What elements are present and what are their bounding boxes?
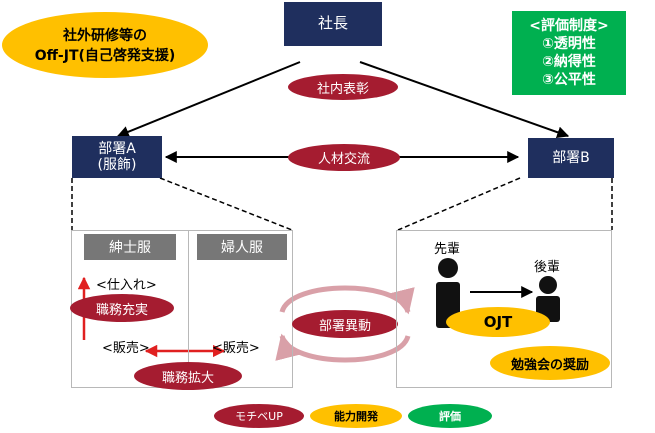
internal-award-oval: 社内表彰	[288, 74, 398, 100]
president-label: 社長	[317, 14, 348, 33]
offjt-line2: Off-JT(自己啓発支援)	[34, 48, 176, 64]
offjt-line1: 社外研修等の	[63, 28, 147, 44]
study-group-label: 勉強会の奨励	[510, 357, 589, 373]
president-box: 社長	[284, 2, 382, 46]
sales-left-label: <販売>	[102, 341, 150, 356]
talent-exchange-oval: 人材交流	[288, 144, 400, 171]
arrow-president-to-dept-b	[359, 61, 570, 139]
duty-enhancement-oval: 職務充実	[70, 294, 174, 322]
legend-evaluation: 評価	[408, 404, 492, 428]
ojt-oval: OJT	[446, 307, 550, 337]
arrow-president-to-dept-a	[116, 61, 301, 138]
legend-evaluation-label: 評価	[439, 410, 461, 423]
duty-expansion-oval: 職務拡大	[134, 362, 242, 390]
dept-b-box: 部署B	[528, 138, 614, 178]
womens-box: 婦人服	[197, 234, 287, 260]
legend-motivation-label: モチベUP	[235, 410, 283, 423]
dept-transfer-oval: 部署異動	[292, 310, 398, 338]
talent-exchange-label: 人材交流	[317, 152, 370, 167]
dept-a-line1: 部署A	[98, 140, 136, 157]
legend-skill-development: 能力開発	[310, 404, 402, 428]
ojt-label: OJT	[483, 313, 513, 331]
mens-label: 紳士服	[109, 240, 151, 256]
duty-enhancement-label: 職務充実	[95, 302, 148, 318]
junior-label: 後輩	[534, 260, 561, 275]
purchasing-label: <仕入れ>	[96, 278, 157, 293]
dept-a-line2: (服飾)	[97, 157, 137, 173]
senior-label: 先輩	[434, 242, 461, 257]
internal-award-label: 社内表彰	[316, 81, 369, 97]
evaluation-system-box: <評価制度> ①透明性 ②納得性 ③公平性	[512, 11, 626, 95]
evaluation-title: <評価制度>	[529, 17, 609, 34]
offjt-callout: 社外研修等の Off-JT(自己啓発支援)	[2, 12, 208, 78]
dept-a-box: 部署A (服飾)	[72, 136, 162, 178]
dept-transfer-label: 部署異動	[318, 318, 371, 334]
legend-motivation: モチベUP	[214, 404, 304, 428]
evaluation-item: ①透明性	[542, 35, 596, 52]
evaluation-item: ③公平性	[542, 72, 596, 89]
study-group-oval: 勉強会の奨励	[490, 346, 610, 380]
sales-right-label: <販売>	[212, 341, 260, 356]
dept-b-label: 部署B	[552, 149, 590, 166]
evaluation-item: ②納得性	[542, 54, 596, 70]
duty-expansion-label: 職務拡大	[161, 370, 214, 386]
womens-label: 婦人服	[221, 240, 263, 256]
dept-b-detail-panel	[396, 230, 612, 388]
mens-box: 紳士服	[84, 234, 176, 260]
panel-divider	[188, 230, 189, 370]
legend-skill-development-label: 能力開発	[334, 410, 378, 423]
